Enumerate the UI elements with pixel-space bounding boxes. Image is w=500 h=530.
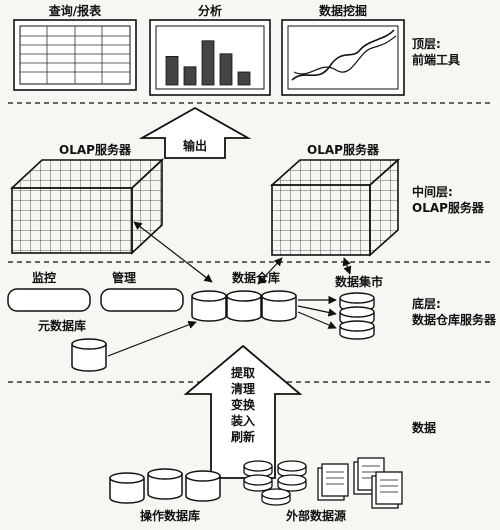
top-tier-label-line1: 顶层: — [412, 37, 441, 51]
monitor-box — [7, 288, 91, 312]
output-arrow: 输出 — [138, 106, 252, 159]
arrow-to-mart-2 — [297, 305, 337, 317]
analysis-bar-2 — [183, 66, 197, 86]
report-tool: 查询/报表 — [13, 3, 137, 91]
etl-step-extract: 提取 — [231, 365, 255, 380]
warehouse-db-1 — [191, 290, 227, 322]
etl-step-refresh: 刷新 — [231, 429, 255, 444]
olap-cube-left: OLAP服务器 — [9, 142, 165, 255]
middle-tier-label-line1: 中间层: — [412, 184, 453, 199]
analysis-bar-4 — [219, 53, 233, 86]
middle-tier-label-line2: OLAP服务器 — [412, 200, 485, 215]
external-sources-label: 外部数据源 — [286, 508, 346, 523]
external-disks — [243, 460, 307, 506]
warehouse-db-2 — [226, 290, 262, 322]
etl-step-load: 装入 — [230, 413, 255, 428]
analysis-tool: 分析 — [149, 3, 271, 96]
olap-left-label: OLAP服务器 — [59, 142, 132, 157]
operational-db-2 — [147, 468, 183, 500]
arrow-olap-right-datamart — [342, 257, 352, 275]
arrow-metadata-warehouse — [107, 320, 197, 357]
datamining-tool: 数据挖掘 — [281, 3, 405, 96]
olap-cube-right: OLAP服务器 — [269, 142, 401, 257]
analysis-bar-chart — [165, 40, 251, 86]
external-documents — [317, 457, 403, 509]
etl-step-transform: 变换 — [231, 397, 256, 412]
analysis-bar-3 — [201, 40, 215, 86]
analysis-bar-1 — [165, 56, 179, 86]
bottom-tier-label-line1: 底层: — [412, 296, 441, 311]
etl-arrow: 提取 清理 变换 装入 刷新 — [183, 344, 303, 479]
arrow-to-mart-3 — [297, 311, 337, 329]
warehouse-db-3 — [261, 290, 297, 322]
mining-curve-2 — [293, 35, 397, 75]
tool-label-mining: 数据挖掘 — [319, 3, 367, 18]
operational-db-3 — [185, 470, 221, 502]
tool-label-report: 查询/报表 — [48, 3, 102, 18]
output-label: 输出 — [183, 138, 207, 153]
manage-box — [100, 288, 184, 312]
tool-label-analysis: 分析 — [198, 3, 222, 18]
warehouse-label: 数据仓库 — [232, 270, 280, 285]
mining-curve — [291, 29, 395, 81]
bottom-tier-label-line2: 数据仓库服务器 — [412, 312, 497, 327]
arrow-olap-left-warehouse — [133, 221, 213, 283]
data-label: 数据 — [412, 420, 436, 435]
top-tier-label-line2: 前端工具 — [412, 52, 460, 67]
analysis-bar-5 — [237, 71, 251, 86]
operational-db-1 — [109, 472, 145, 504]
datamart-label: 数据集市 — [335, 274, 383, 289]
etl-step-clean: 清理 — [231, 381, 255, 396]
operational-db-label: 操作数据库 — [140, 508, 200, 523]
report-table-grid — [20, 26, 130, 84]
olap-right-label: OLAP服务器 — [307, 142, 380, 157]
metadata-db — [71, 338, 107, 372]
monitor-label: 监控 — [32, 270, 56, 285]
manage-label: 管理 — [112, 270, 136, 285]
datamart-stack — [339, 292, 375, 340]
metadata-label: 元数据库 — [38, 318, 86, 333]
